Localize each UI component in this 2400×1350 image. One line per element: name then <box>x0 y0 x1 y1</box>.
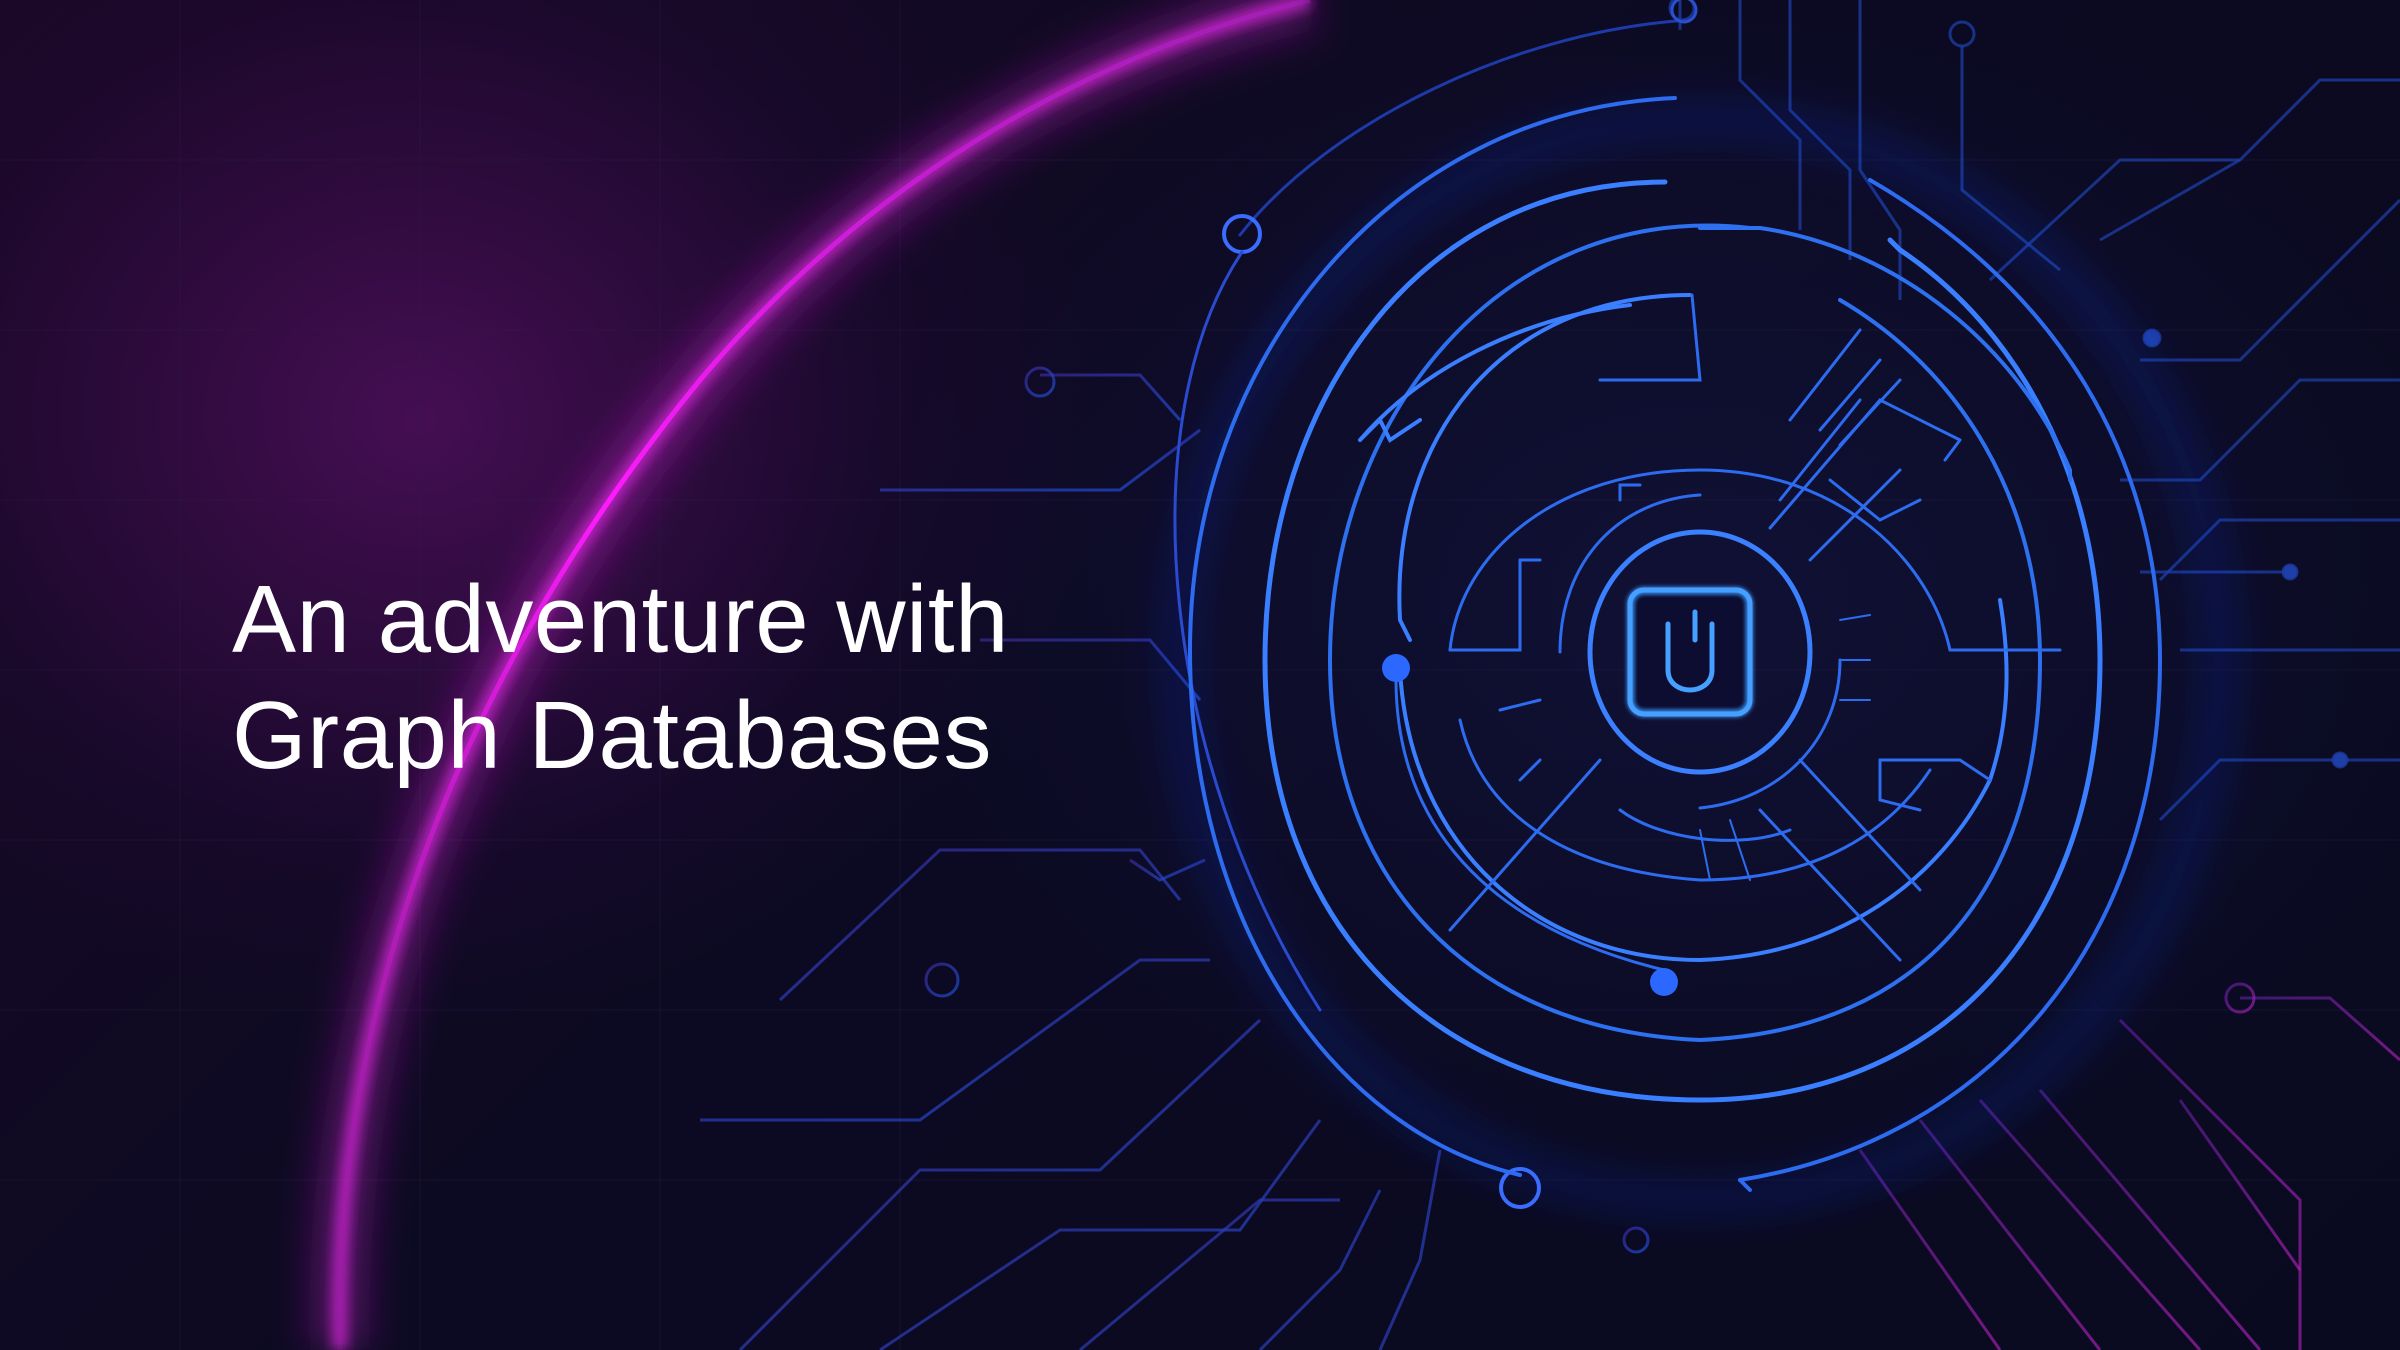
central-radial-circuit <box>1160 0 2240 1220</box>
title-line-2: Graph Databases <box>232 682 992 789</box>
u-logo-icon <box>1627 587 1753 717</box>
title-line-1: An adventure with <box>232 566 1009 673</box>
glow-arc-icon <box>309 0 1318 1350</box>
circuit-board-icon <box>700 0 2400 1350</box>
page-title: An adventure with Graph Databases <box>232 562 1132 794</box>
